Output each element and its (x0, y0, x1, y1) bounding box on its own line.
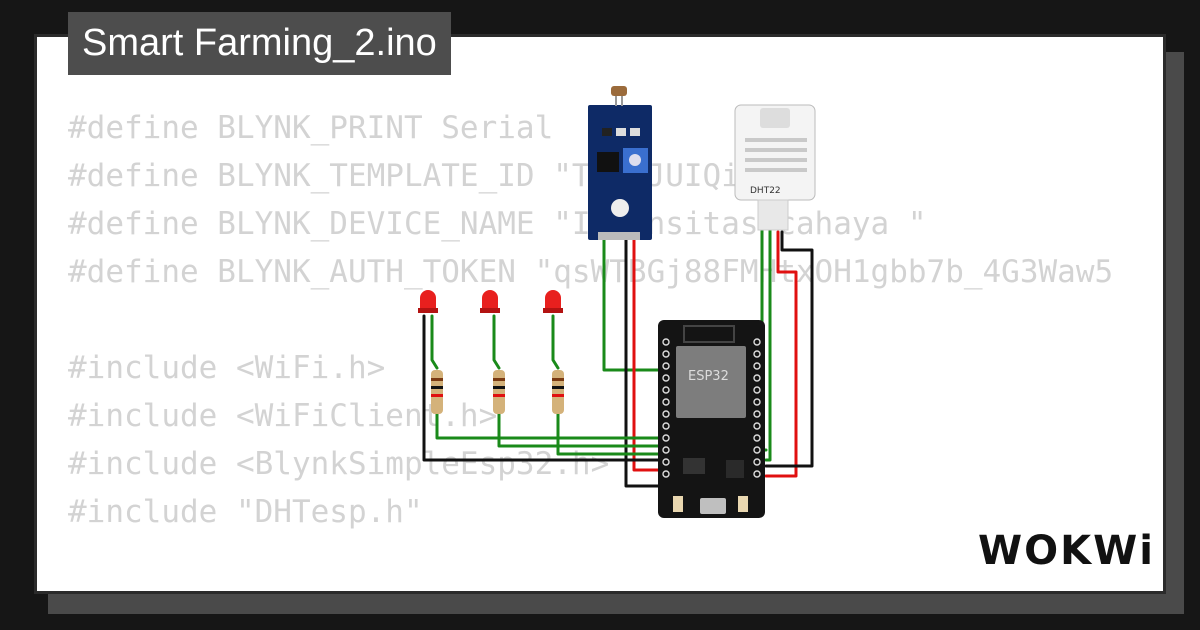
wire-led1-gnd (422, 314, 662, 462)
wire-ldr-vcc (632, 236, 662, 472)
wire-led3 (551, 314, 662, 456)
led-red-2 (480, 290, 500, 313)
code-preview: #define BLYNK_PRINT Serial #define BLYNK_… (68, 104, 1113, 594)
code-line: #define BLYNK_AUTH_TOKEN "qsWTBGj88FMHtx… (68, 254, 1114, 290)
resistor-2 (493, 370, 505, 414)
dht22-sensor: DHT22 (734, 104, 816, 231)
esp32-board: ESP32 (658, 320, 765, 518)
code-line: #include <WiFiClient.h> (68, 398, 498, 434)
wire-ldr-gnd (624, 236, 662, 488)
led-red-1 (418, 290, 438, 313)
wire-led1 (430, 314, 662, 440)
code-line: #include "DHTesp.h" (68, 494, 423, 530)
wire-dht-vcc (764, 230, 798, 478)
dht-label: DHT22 (750, 186, 781, 196)
wire-ldr-signal (602, 236, 668, 372)
code-line: #include <WiFi.h> (68, 350, 386, 386)
wokwi-logo: WOKWi (978, 528, 1155, 574)
code-line: #include <BlynkSimpleEsp32.h> (68, 446, 610, 482)
code-line: //#define BLYNK_TEMPLATE_ID "TMPLJUIQi9n… (68, 584, 1113, 594)
ldr-sensor-module (588, 86, 652, 240)
wire-dht-data (764, 226, 772, 462)
wire-dht-gnd (764, 230, 814, 468)
led-red-3 (543, 290, 563, 313)
project-title[interactable]: Smart Farming_2.ino (68, 12, 451, 75)
esp32-label: ESP32 (688, 369, 729, 384)
code-line: #define BLYNK_DEVICE_NAME "Intensitas ca… (68, 206, 927, 242)
wire-led2 (492, 314, 662, 448)
resistor-3 (552, 370, 564, 414)
code-line: #define BLYNK_PRINT Serial (68, 110, 554, 146)
resistor-1 (431, 370, 443, 414)
